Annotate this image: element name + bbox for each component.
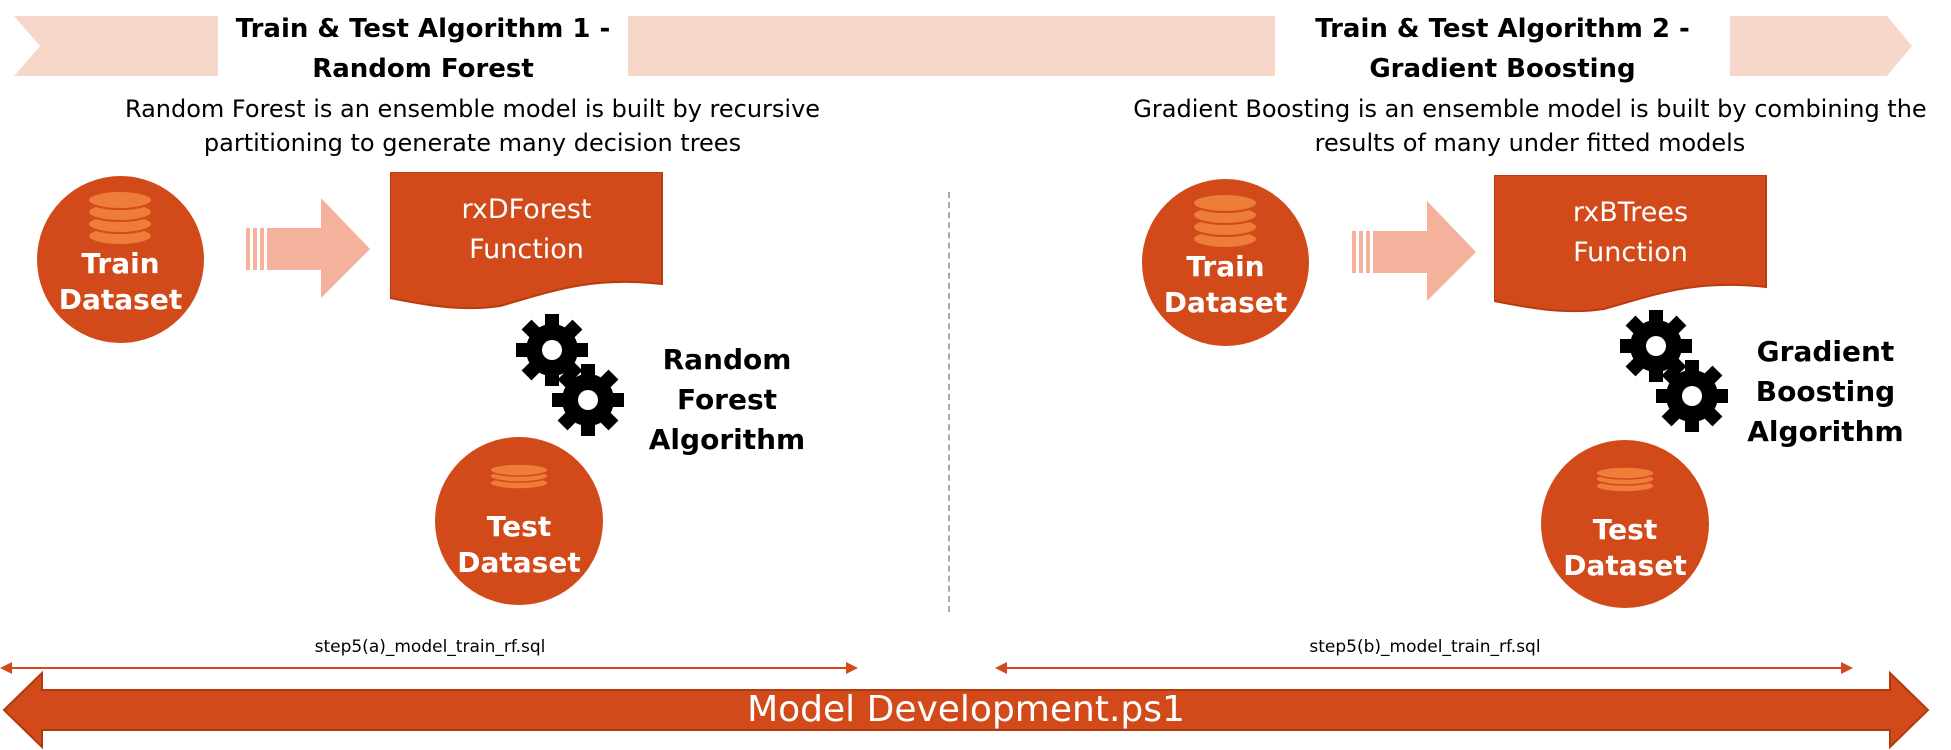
right-algorithm-label: Gradient Boosting Algorithm: [1747, 335, 1904, 448]
model-development-label: Model Development.ps1: [747, 689, 1185, 730]
train-label: Train: [81, 247, 160, 280]
right-description: Gradient Boosting is an ensemble model i…: [1133, 95, 1927, 157]
left-train-dataset: Train Dataset: [37, 176, 204, 343]
left-gears-icon: [516, 314, 624, 436]
left-function-shape: [390, 172, 663, 310]
test-label: Test: [1592, 513, 1658, 546]
right-function-shape: [1494, 175, 1767, 313]
model-development-arrow: [2, 670, 1930, 750]
left-file-label: step5(a)_model_train_rf.sql: [314, 637, 546, 657]
database-icon: [1595, 466, 1655, 493]
database-icon: [1192, 193, 1258, 249]
train-label: Train: [1186, 250, 1265, 283]
left-flow-arrow: [246, 198, 370, 298]
dataset-label: Dataset: [58, 283, 183, 316]
database-icon: [87, 190, 153, 246]
database-icon: [489, 463, 549, 490]
dataset-label: Dataset: [1563, 549, 1687, 582]
left-title: Train & Test Algorithm 1 - Random Forest: [218, 9, 628, 87]
test-label: Test: [486, 510, 552, 543]
dataset-label: Dataset: [457, 546, 581, 579]
left-span-arrow: [0, 662, 858, 674]
center-divider: [948, 192, 950, 612]
left-algorithm-label: Random Forest Algorithm: [648, 343, 806, 456]
left-test-dataset: Test Dataset: [435, 437, 603, 605]
right-span-arrow: [995, 662, 1853, 674]
right-test-dataset: Test Dataset: [1541, 440, 1709, 608]
left-description: Random Forest is an ensemble model is bu…: [124, 95, 821, 157]
right-flow-arrow: [1352, 201, 1476, 301]
right-file-label: step5(b)_model_train_rf.sql: [1309, 637, 1541, 657]
dataset-label: Dataset: [1163, 286, 1288, 319]
right-function-label: rxBTrees Function: [1572, 197, 1689, 268]
right-gears-icon: [1620, 310, 1728, 432]
right-train-dataset: Train Dataset: [1142, 179, 1309, 346]
right-title: Train & Test Algorithm 2 - Gradient Boos…: [1275, 9, 1730, 87]
left-function-label: rxDForest Function: [461, 194, 592, 265]
